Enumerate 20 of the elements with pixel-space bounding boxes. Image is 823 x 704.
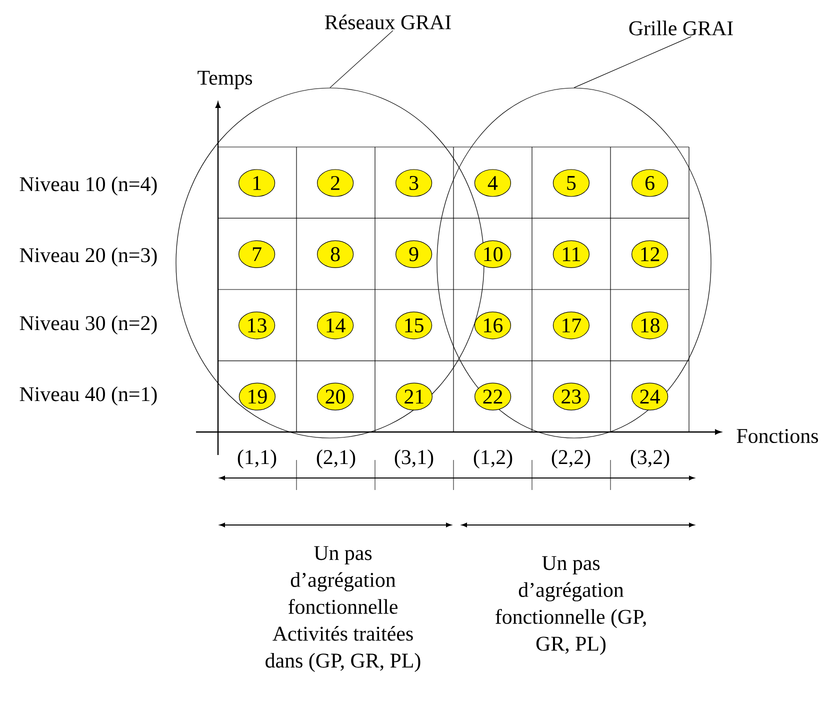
note-text: Un pas d’agrégation fonctionnelle Activités traitées dans (GP, GR, PL) bbox=[266, 546, 420, 672]
row-label: Niveau 20 (n=3) bbox=[20, 248, 157, 266]
column-label: (2,2) bbox=[552, 450, 590, 468]
leader-line bbox=[330, 30, 394, 88]
row-label: Niveau 10 (n=4) bbox=[20, 176, 157, 196]
callout-label: Réseaux GRAI bbox=[325, 14, 451, 30]
circle-outline bbox=[176, 88, 484, 438]
note-text: Un pas d’agrégation fonctionnelle (GP, GR, PL) bbox=[496, 556, 646, 656]
column-label: (1,1) bbox=[238, 450, 276, 468]
row-label: Niveau 30 (n=2) bbox=[20, 316, 157, 334]
axis-label: Temps bbox=[198, 70, 252, 90]
column-label: (2,1) bbox=[316, 450, 356, 468]
circle-outline bbox=[436, 88, 712, 438]
callout-label: Grille GRAI bbox=[629, 20, 733, 36]
axis-label: Fonctions bbox=[736, 428, 818, 444]
column-label: (1,2) bbox=[474, 450, 512, 468]
row-label: Niveau 40 (n=1) bbox=[20, 386, 157, 406]
leader-line bbox=[574, 36, 692, 88]
column-label: (3,1) bbox=[394, 450, 434, 468]
column-label: (3,2) bbox=[630, 450, 670, 468]
